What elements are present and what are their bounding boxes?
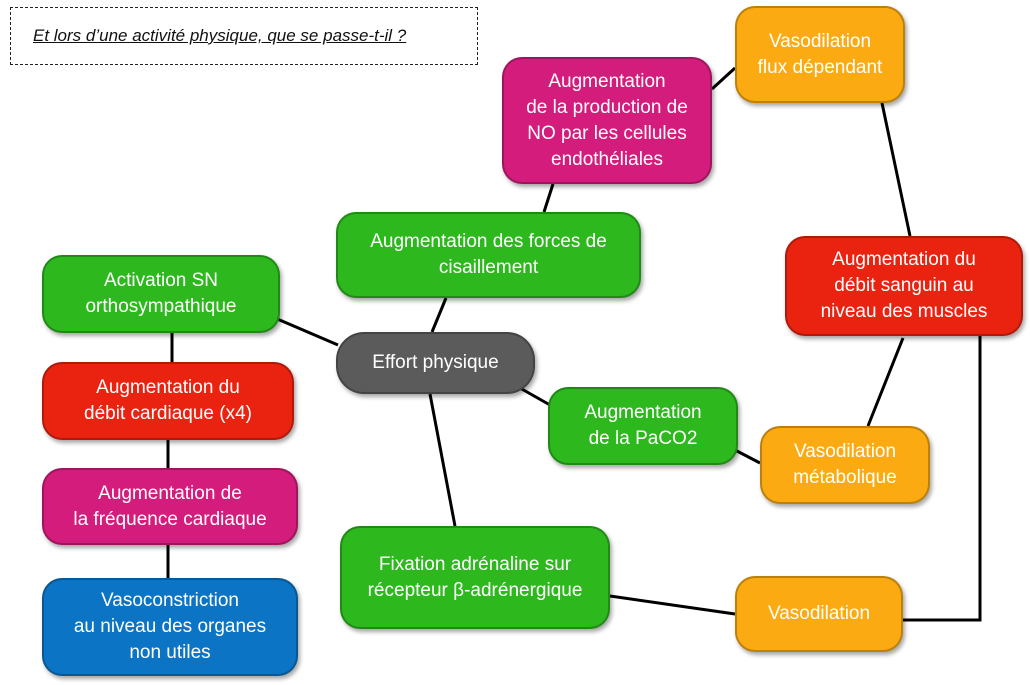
node-vasoconstriction: Vasoconstriction au niveau des organes n… [42,578,298,676]
node-fixation-adrenaline: Fixation adrénaline sur récepteur β-adré… [340,526,610,629]
node-production-no: Augmentation de la production de NO par … [502,57,712,184]
node-vasodilation-metabolique: Vasodilation métabolique [760,426,930,504]
question-box: Et lors d’une activité physique, que se … [10,7,478,65]
question-text: Et lors d’une activité physique, que se … [33,26,407,45]
node-activation-sn: Activation SN orthosympathique [42,255,280,333]
node-vasodilation-flux-label: Vasodilation flux dépendant [757,30,883,78]
node-debit-sanguin: Augmentation du débit sanguin au niveau … [785,236,1023,336]
node-vasodilation-label: Vasodilation [767,603,871,624]
node-debit-cardiaque: Augmentation du débit cardiaque (x4) [42,362,294,440]
node-fixation-adrenaline-label: Fixation adrénaline sur récepteur β-adré… [367,553,583,601]
node-frequence-cardiaque: Augmentation de la fréquence cardiaque [42,468,298,545]
node-debit-sanguin-label: Augmentation du débit sanguin au niveau … [820,249,988,322]
node-vasodilation-metabolique-label: Vasodilation métabolique [793,441,897,488]
link-forces-no [542,183,555,213]
node-production-no-label: Augmentation de la production de NO par … [526,70,688,170]
node-effort-physique: Effort physique [336,332,535,394]
node-debit-cardiaque-label: Augmentation du débit cardiaque (x4) [84,377,252,424]
link-effort-forces [430,297,448,333]
link-fixation-vasodilation [609,594,736,616]
link-flux-debitsanguin [880,102,912,237]
node-frequence-cardiaque-label: Augmentation de la fréquence cardiaque [73,482,267,530]
node-effort-physique-label: Effort physique [372,352,499,373]
node-vasodilation: Vasodilation [735,576,903,652]
node-vasoconstriction-label: Vasoconstriction au niveau des organes n… [73,590,267,663]
node-paco2-label: Augmentation de la PaCO2 [584,402,702,449]
link-paco2-metabolique [734,448,761,465]
link-effort-fixation [428,393,457,527]
link-effort-activation [274,316,339,347]
node-paco2: Augmentation de la PaCO2 [548,387,738,465]
link-metabolique-debitsanguin [866,337,905,427]
node-forces-cisaillement: Augmentation des forces de cisaillement [336,212,641,298]
link-no-flux [710,66,737,91]
node-forces-cisaillement-label: Augmentation des forces de cisaillement [370,231,607,278]
node-vasodilation-flux: Vasodilation flux dépendant [735,6,905,103]
link-vasodilation-debitsanguin [903,336,982,622]
link-effort-paco2 [519,386,551,407]
node-activation-sn-label: Activation SN orthosympathique [85,270,237,317]
